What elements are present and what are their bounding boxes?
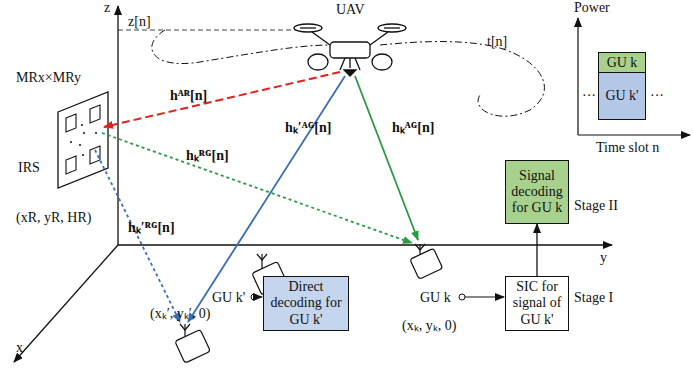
channel-label: hₖ′ᴬᴳ[n] — [285, 120, 331, 135]
text-label: GU k — [420, 290, 451, 305]
channel-label: hₖᴬᴳ[n] — [392, 120, 434, 135]
text-label: Stage I — [574, 290, 613, 305]
channel-label: hₖ′ᴿᴳ[n] — [128, 220, 175, 235]
node-text: Signal decoding for GU k — [509, 168, 565, 216]
text-label: ··· — [650, 88, 664, 103]
text-label: z — [104, 0, 110, 15]
text-label: GU k' — [212, 290, 245, 305]
node-text: GU k' — [605, 88, 638, 104]
text-label: Power — [574, 0, 610, 15]
node-text: SIC for signal of GU k' — [509, 279, 565, 327]
node-text: Direct decoding for GU k' — [267, 279, 345, 327]
text-label: x — [16, 340, 23, 355]
text-label: ··· — [582, 88, 596, 103]
text-label: (xR, yR, HR) — [16, 210, 91, 225]
node-text: GU k — [607, 55, 638, 71]
text-label: MRx×MRy — [16, 70, 81, 85]
text-label: t[n] — [487, 34, 507, 49]
channel-label: hᴬᴿ[n] — [170, 88, 207, 103]
process-box: Direct decoding for GU k' — [263, 276, 349, 331]
flow-arrow — [536, 224, 537, 276]
text-label: y — [600, 250, 607, 265]
process-box: SIC for signal of GU k' — [505, 276, 569, 331]
channel-label: hₖᴿᴳ[n] — [186, 148, 229, 163]
text-label: (xₖ′, yₖ′, 0) — [150, 306, 210, 321]
text-label: Stage II — [574, 198, 618, 213]
power-band: GU k' — [598, 72, 646, 120]
text-label: (xₖ, yₖ, 0) — [402, 318, 456, 333]
text-label: IRS — [18, 160, 40, 175]
text-label: UAV — [336, 2, 365, 17]
text-label: z[n] — [128, 14, 151, 29]
process-box: Signal decoding for GU k — [505, 160, 569, 224]
text-label: Time slot n — [596, 140, 659, 155]
